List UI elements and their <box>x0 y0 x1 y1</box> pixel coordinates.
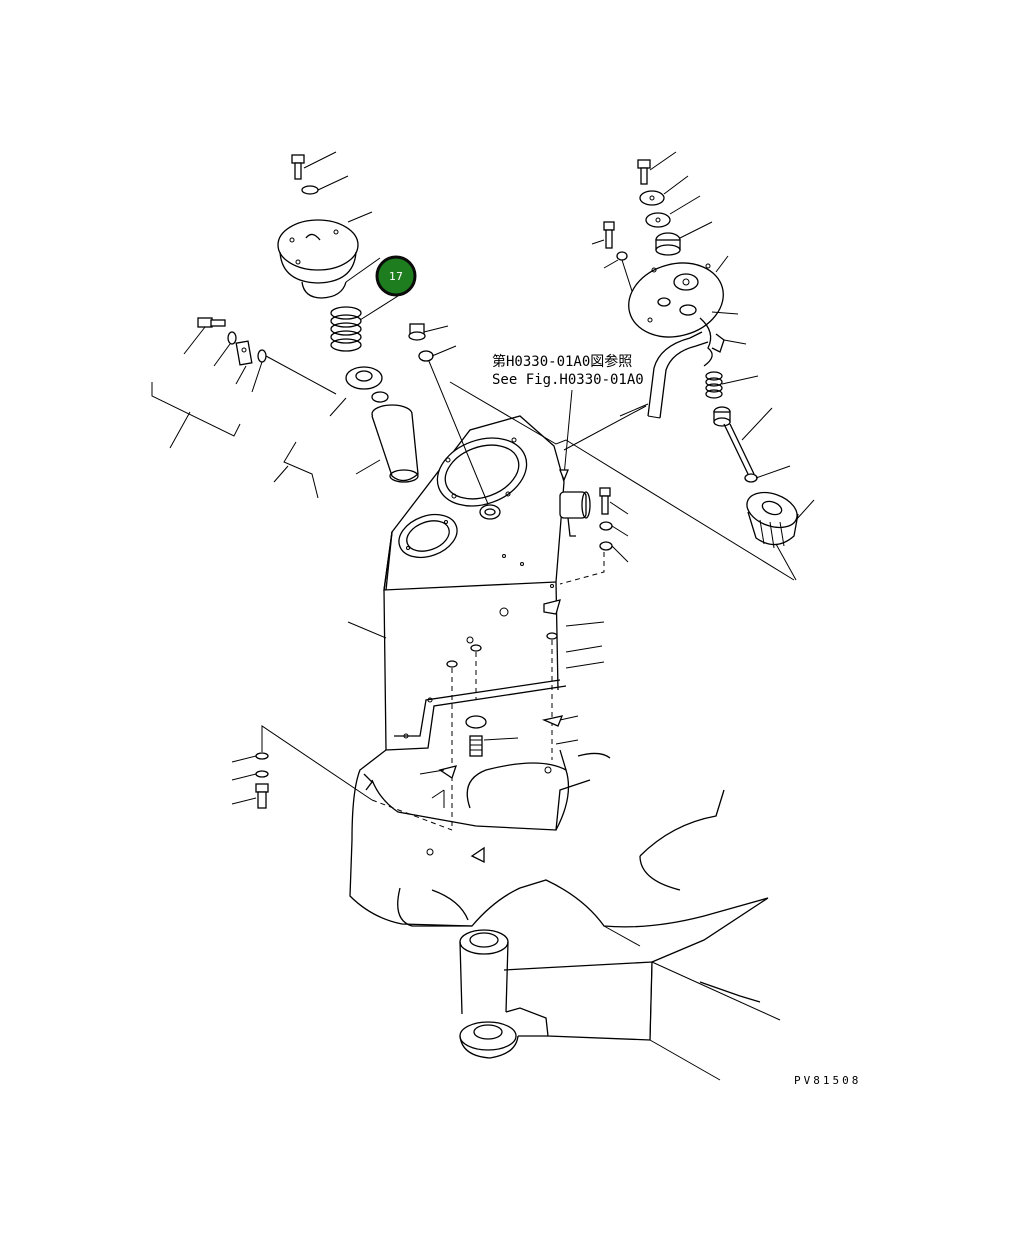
washer-left-1 <box>213 331 237 367</box>
tank-top-flange-small <box>398 513 458 559</box>
reference-note-en: See Fig.H0330-01A0 <box>492 372 644 388</box>
reference-leader <box>559 389 573 482</box>
nut-top-right <box>655 221 713 256</box>
bracket-plate-left <box>235 340 253 385</box>
callout-number: 17 <box>389 270 403 283</box>
breather-plug <box>425 353 501 520</box>
rod-right <box>723 407 791 483</box>
lower-frame <box>349 749 781 1021</box>
washer-top-left <box>301 175 349 195</box>
drawing-code: PV81508 <box>794 1074 861 1087</box>
washer-left-2 <box>251 349 337 395</box>
reference-note: 第H0330-01A0図参照 See Fig.H0330-01A0 <box>492 353 644 388</box>
side-valve-fitting <box>559 491 591 537</box>
leader-bracket-right <box>449 381 797 581</box>
plug-and-oring <box>408 323 457 362</box>
bolt-right-2 <box>591 221 615 249</box>
mounting-hardware-lower <box>419 599 605 830</box>
leader-bracket-left <box>151 382 319 499</box>
bolt-top-left <box>291 151 337 180</box>
seal-ring-top-left <box>301 257 381 299</box>
sleeve-right <box>713 406 731 427</box>
valve-plate <box>329 366 383 417</box>
cover-plate-right <box>628 255 729 338</box>
bolt-top-right <box>637 151 677 185</box>
spring-clip-right <box>679 304 747 367</box>
bolt-left <box>183 317 226 355</box>
cap-top-left <box>277 211 373 284</box>
strainer-right <box>746 491 815 549</box>
callout-badge-17[interactable]: 17 <box>375 255 417 297</box>
washer-top-right-2 <box>645 195 701 228</box>
lower-left-hardware <box>231 725 453 831</box>
washer-top-right-1 <box>639 175 689 206</box>
tank-top-flange-large <box>436 437 528 507</box>
float-arm <box>619 331 709 419</box>
bolt-right-tank <box>599 487 629 515</box>
washers-right-tank <box>559 521 629 585</box>
filter-element <box>355 391 419 483</box>
spring-right <box>705 371 759 399</box>
pivot-boss <box>459 929 721 1081</box>
reference-note-jp: 第H0330-01A0図参照 <box>492 353 632 370</box>
spring <box>330 295 399 352</box>
